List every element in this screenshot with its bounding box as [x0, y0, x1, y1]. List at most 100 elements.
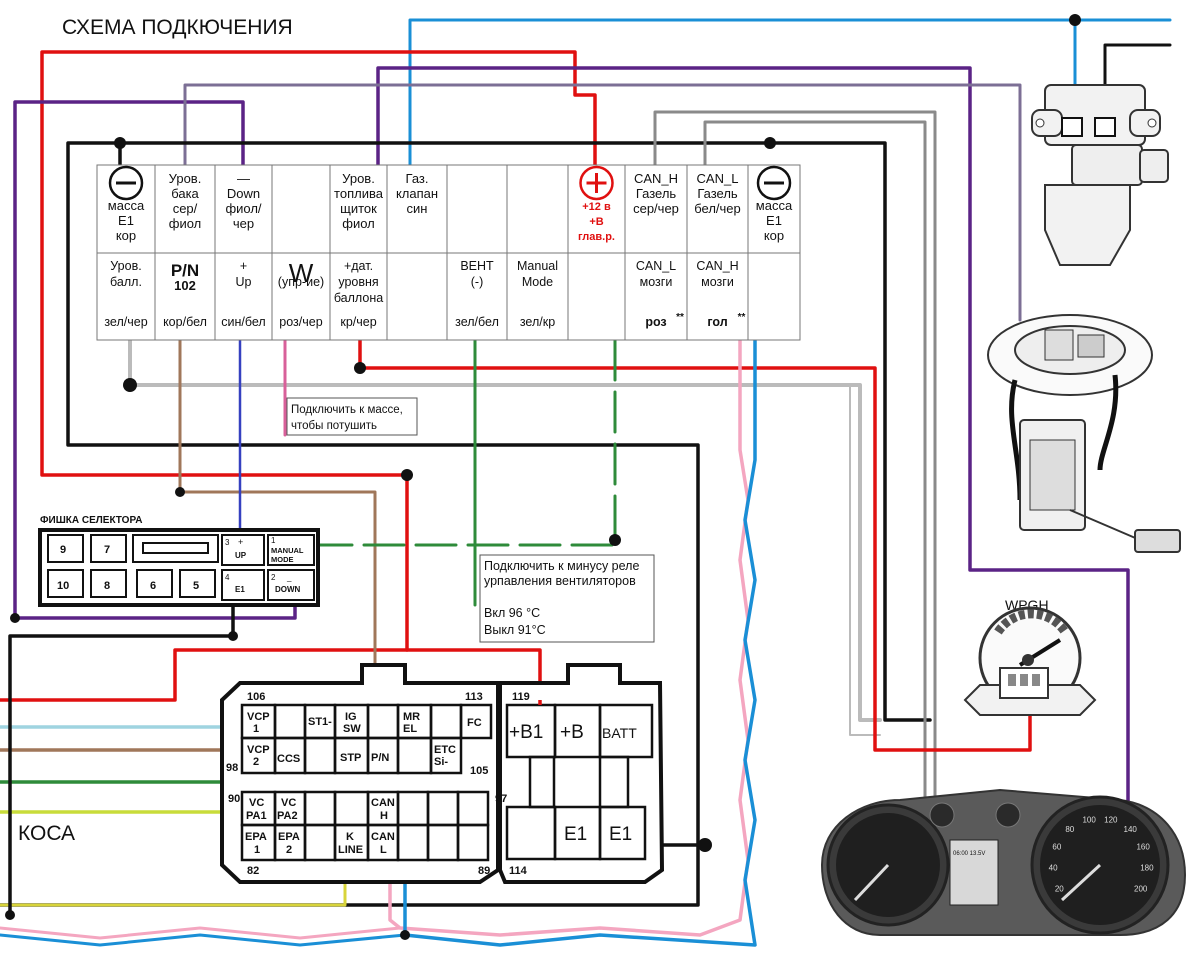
ground-note-line-1: Подключить к массе,: [291, 404, 403, 416]
bottom-cell-label: мозги: [640, 275, 673, 289]
junction-dot: [401, 469, 413, 481]
top-cell-label: кор: [116, 228, 136, 243]
junction-dot: [5, 910, 15, 920]
wire-pink-can-left: [0, 926, 402, 940]
junction-dot: [175, 487, 185, 497]
bottom-cell-label: мозги: [701, 275, 734, 289]
ecu-pin-epa2: EPA: [278, 831, 300, 843]
selector-down-num: 2: [271, 573, 276, 582]
top-cell-label: CAN_L: [697, 171, 739, 186]
selector-up-sign: +: [238, 537, 243, 547]
speed-tick-label: 20: [1055, 885, 1064, 894]
bottom-cell-label: Up: [236, 275, 252, 289]
wire-blue-can-h: [393, 338, 757, 947]
ecu-pin-etc: ETC: [434, 744, 456, 756]
junction-dot: [609, 534, 621, 546]
wpgh-gauge-illustration: WPGH: [963, 597, 1097, 716]
bottom-row: Уров.балл.зел/черP/N102кор/бел+Upсин/бел…: [96, 252, 749, 341]
selector-manual-label: MANUAL: [271, 546, 304, 555]
fan-note-off-temp: Выкл 91°С: [484, 623, 546, 637]
ecu-pin-vcpa1-2: PA1: [246, 810, 267, 822]
bottom-cell-label: роз: [645, 315, 666, 329]
wire-blue-gas-valve: [408, 18, 1172, 167]
fan-note: Подключить к минусу реле урпавления вент…: [479, 554, 655, 643]
ecu-pin-number: 82: [247, 865, 259, 877]
selector-pin: 7: [104, 544, 110, 556]
ecu-pin-e1b: E1: [609, 824, 632, 845]
ecu-pin-e1a: E1: [564, 824, 587, 845]
top-cell-label: бака: [171, 186, 199, 201]
selector-label: ФИШКА СЕЛЕКТОРА: [40, 515, 142, 526]
ecu-pin-mrel-2: EL: [403, 723, 417, 735]
top-cell-label: фиол: [342, 216, 375, 231]
top-cell-label: сер/: [173, 201, 198, 216]
junction-dot: [400, 930, 410, 940]
selector-e1-num: 4: [225, 573, 230, 582]
ecu-pin-kline: K: [346, 831, 354, 843]
selector-pin: 8: [104, 580, 110, 592]
wires: [0, 18, 1172, 947]
bottom-cell-label: баллона: [334, 291, 383, 305]
bottom-cell-label: W: [289, 258, 314, 288]
wire-can-h-gazel: [653, 110, 937, 842]
harness-label: КОСА: [18, 822, 75, 845]
ecu-pin-kline-2: LINE: [338, 844, 363, 856]
selector-down-label: DOWN: [275, 585, 301, 594]
ecu-pin-mrel: MR: [403, 711, 420, 723]
wire-blue-can-left: [0, 933, 407, 947]
ecu-pin-vcp1: VCP: [247, 711, 270, 723]
speed-tick-label: 100: [1082, 815, 1096, 824]
connector-table: массаE1корУров.бакасер/фиол—Downфиол/чер…: [96, 164, 801, 341]
junction-dot: [228, 631, 238, 641]
ecu-pin-number: 119: [512, 691, 530, 703]
fan-note-line-1: Подключить к минусу реле: [484, 559, 639, 573]
ecu-pin-number: 106: [247, 691, 265, 703]
fan-note-on-temp: Вкл 96 °С: [484, 606, 540, 620]
wire-black-ground-right: [118, 141, 932, 722]
bottom-cell-label: CAN_H: [696, 259, 738, 273]
selector-connector: ФИШКА СЕЛЕКТОРА 9 7 10 8 6 5 3 + UP 1 MA…: [38, 515, 320, 607]
top-cell-label: Уров.: [342, 171, 375, 186]
wire-purple-down: [13, 100, 297, 620]
ecu-pin-vcpa1: VC: [249, 797, 264, 809]
top-cell-label: топлива: [334, 186, 384, 201]
top-cell-label: Газ.: [406, 171, 429, 186]
selector-up-label: UP: [235, 551, 247, 560]
ecu-pin-ccs: CCS: [277, 753, 300, 765]
top-cell-label: Газель: [636, 186, 677, 201]
bottom-cell: W(упр-ие)роз/чер: [271, 252, 331, 341]
ecu-pin-stp: STP: [340, 752, 361, 764]
junction-dot: [764, 137, 776, 149]
top-cell-label: масса: [108, 198, 145, 213]
ground-note-line-2: чтобы потушить: [291, 420, 377, 432]
top-cell-label: E1: [118, 213, 134, 228]
bottom-cell-label: P/N: [171, 261, 199, 280]
speed-tick-label: 40: [1049, 864, 1058, 873]
ecu-pin-number: 105: [470, 765, 488, 777]
ecu-pin-canh-2: H: [380, 810, 388, 822]
ecu-pin-batt: BATT: [602, 725, 637, 741]
bottom-cell-label: (упр-ие): [278, 275, 324, 289]
bottom-cell-label: ВЕНТ: [460, 259, 494, 273]
top-cell-label: бел/чер: [694, 201, 741, 216]
ecu-pin-number: 98: [226, 762, 238, 774]
bottom-cell-label: **: [738, 312, 746, 323]
junction-dot: [123, 378, 137, 392]
top-cell-label: глав.р.: [578, 231, 615, 243]
speed-tick-label: 120: [1104, 815, 1118, 824]
bottom-cell-label: зел/чер: [104, 315, 147, 329]
selector-manual-num: 1: [271, 536, 276, 545]
junction-dots: [5, 14, 1081, 940]
top-cell-label: син: [407, 201, 428, 216]
ecu-pin-vcpa2: VC: [281, 797, 296, 809]
ecu-pin-st1: ST1-: [308, 716, 332, 728]
wire-red-main: [0, 50, 597, 702]
selector-pin: 5: [193, 580, 199, 592]
junction-dot: [10, 613, 20, 623]
ecu-pin-vcpa2-2: PA2: [277, 810, 298, 822]
